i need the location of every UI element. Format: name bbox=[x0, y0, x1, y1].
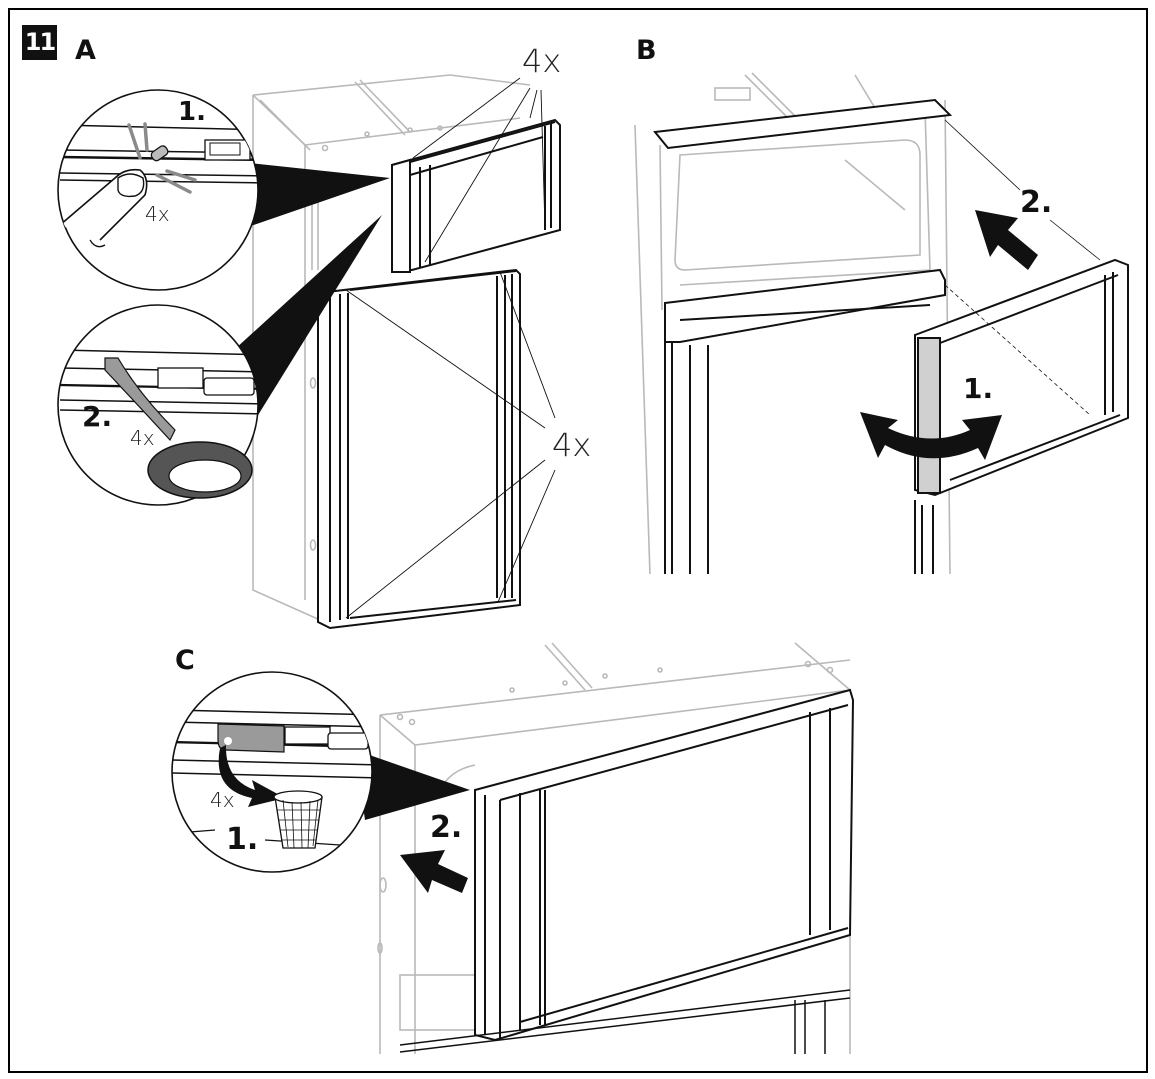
figure-number-badge: 11 bbox=[22, 25, 57, 60]
upper-door-frame bbox=[391, 118, 561, 273]
leader-lines-lower bbox=[345, 271, 556, 619]
step-a1-quantity: 4x bbox=[145, 202, 170, 226]
push-arrow-icon bbox=[975, 210, 1038, 270]
step-a2-quantity: 4x bbox=[130, 426, 155, 450]
panel-c-illustration bbox=[377, 642, 855, 1054]
panel-label-c: C bbox=[175, 645, 195, 676]
pin-icon bbox=[150, 145, 169, 162]
callout-wedge-a2 bbox=[212, 215, 382, 420]
lower-door-rails bbox=[664, 342, 934, 574]
alignment-guides bbox=[944, 119, 1101, 416]
step-a2-number: 2. bbox=[82, 400, 113, 433]
leader-lines-upper bbox=[412, 77, 546, 263]
lower-door-c bbox=[399, 989, 851, 1054]
panel-b-illustration bbox=[634, 72, 1129, 574]
panel-label-b: B bbox=[636, 35, 657, 66]
rotate-arrow-icon bbox=[860, 412, 1002, 460]
fridge-body-a bbox=[252, 74, 531, 621]
step-a1-number: 1. bbox=[178, 97, 206, 127]
callout-c1 bbox=[171, 671, 373, 873]
callout-wedge-a1 bbox=[240, 162, 390, 228]
upper-door-bottom-bar bbox=[664, 268, 946, 343]
step-b2-number: 2. bbox=[1020, 185, 1053, 220]
callout-a1 bbox=[57, 89, 259, 291]
step-c2-number: 2. bbox=[430, 810, 463, 845]
leader-label-lower-quantity: 4x bbox=[552, 426, 592, 464]
step-c1-number: 1. bbox=[226, 822, 259, 857]
step-c1-quantity: 4x bbox=[210, 788, 235, 812]
figure-border bbox=[8, 8, 1148, 1073]
waste-basket-icon bbox=[273, 790, 323, 849]
leader-label-upper-quantity: 4x bbox=[522, 42, 562, 80]
panel-a-illustration bbox=[57, 74, 561, 630]
step-b1-number: 1. bbox=[963, 372, 994, 405]
callout-wedge-c1 bbox=[355, 750, 470, 820]
tape-roll-icon bbox=[104, 357, 253, 499]
door-frame-c bbox=[474, 688, 855, 1042]
upper-door-top-trim bbox=[653, 98, 953, 150]
fridge-body-b bbox=[634, 72, 951, 574]
callout-a2 bbox=[57, 304, 259, 506]
push-arrow-icon-c bbox=[400, 850, 468, 893]
press-motion-marks bbox=[127, 122, 197, 194]
panel-label-a: A bbox=[75, 35, 96, 66]
discard-arrow-icon bbox=[218, 745, 285, 807]
lower-door-frame bbox=[317, 268, 521, 630]
